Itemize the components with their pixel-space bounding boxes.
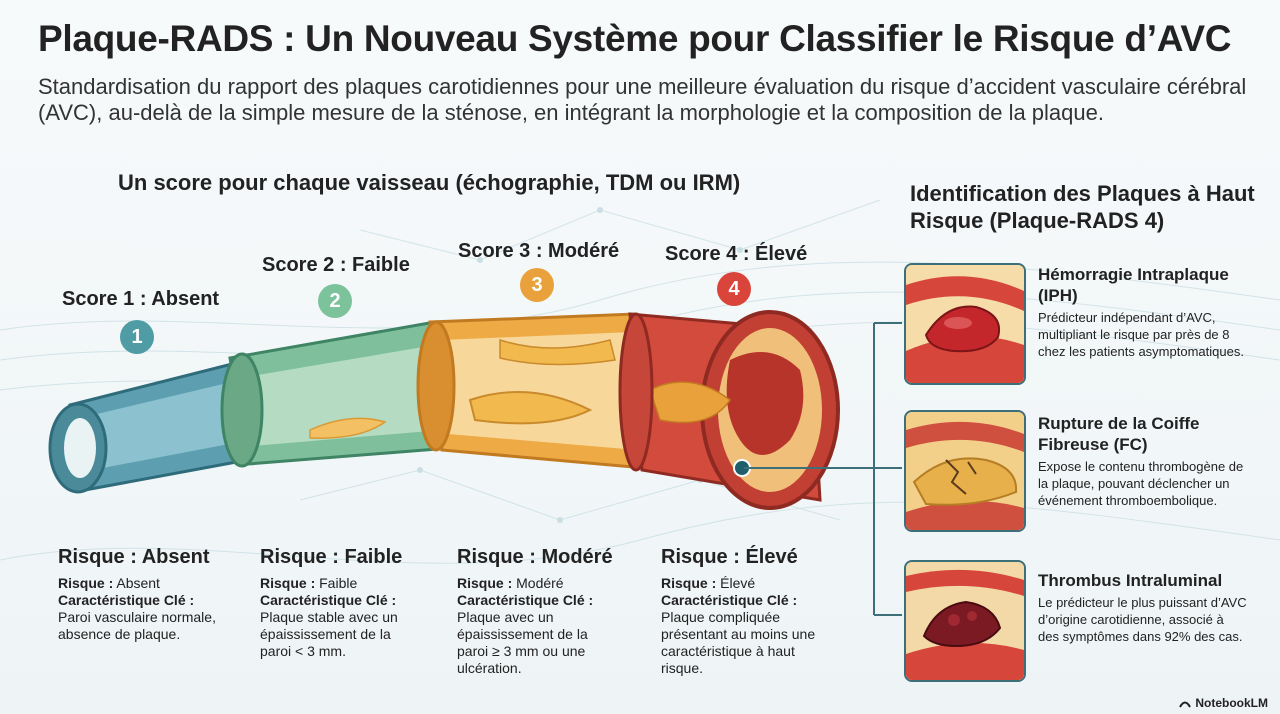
risk-value: Modéré [516, 575, 564, 591]
thrombus-desc: Le prédicteur le plus puissant d’AVC d’o… [1038, 595, 1247, 644]
brand-logo: NotebookLM [1179, 696, 1268, 710]
iph-desc: Prédicteur indépendant d’AVC, multiplian… [1038, 310, 1244, 359]
risk-column-2: Risque : Faible Risque : Faible Caractér… [260, 546, 450, 660]
risk-column-3: Risque : Modéré Risque : Modéré Caractér… [457, 546, 647, 677]
score-3-badge: 3 [520, 268, 554, 302]
artery-segment-2 [220, 320, 452, 468]
risk-label: Risque : [260, 575, 316, 591]
brand-name: NotebookLM [1195, 696, 1268, 710]
risk-column-1: Risque : Absent Risque : Absent Caractér… [58, 546, 248, 643]
artery-segment-1 [48, 360, 260, 494]
notebooklm-icon [1179, 701, 1192, 708]
iph-title: Hémorragie Intraplaque (IPH) [1038, 265, 1229, 305]
key-feature-desc: Plaque stable avec un épaississement de … [260, 609, 398, 659]
key-feature-desc: Paroi vasculaire normale, absence de pla… [58, 609, 216, 642]
key-feature-label: Caractéristique Clé : [260, 592, 397, 608]
score-2-badge: 2 [318, 284, 352, 318]
page-subtitle: Standardisation du rapport des plaques c… [38, 74, 1247, 125]
score-3-label: Score 3 : Modéré [458, 240, 620, 262]
score-1-badge: 1 [120, 320, 154, 354]
key-feature-label: Caractéristique Clé : [661, 592, 798, 608]
fibrous-cap-desc: Expose le contenu thrombogène de la plaq… [1038, 459, 1244, 508]
iph-illustration [904, 263, 1026, 385]
fibrous-cap-rupture-illustration [904, 410, 1026, 532]
connector-lines [744, 322, 902, 616]
risk-title: Risque : Faible [260, 546, 403, 568]
risk-label: Risque : [58, 575, 114, 591]
score-4-badge: 4 [717, 272, 751, 306]
key-feature-label: Caractéristique Clé : [58, 592, 195, 608]
risk-value: Élevé [720, 575, 756, 591]
thrombus-card: Thrombus Intraluminal Le prédicteur le p… [1038, 570, 1248, 645]
fibrous-cap-card: Rupture de la Coiffe Fibreuse (FC) Expos… [1038, 413, 1248, 509]
section-title: Un score pour chaque vaisseau (échograph… [118, 170, 741, 195]
score-4-label: Score 4 : Élevé [665, 243, 808, 265]
risk-label: Risque : [661, 575, 717, 591]
risk-title: Risque : Modéré [457, 546, 613, 568]
key-feature-desc: Plaque avec un épaississement de la paro… [457, 609, 588, 676]
risk-value: Absent [116, 575, 160, 591]
score-1-label: Score 1 : Absent [62, 288, 220, 310]
risk-column-4: Risque : Élevé Risque : Élevé Caractéris… [661, 546, 851, 677]
risk-title: Risque : Absent [58, 546, 210, 568]
score-2-label: Score 2 : Faible [262, 254, 410, 276]
risk-value: Faible [319, 575, 358, 591]
fibrous-cap-title: Rupture de la Coiffe Fibreuse (FC) [1038, 414, 1200, 454]
artery-illustration [48, 310, 840, 510]
risk-title: Risque : Élevé [661, 546, 798, 568]
thrombus-title: Thrombus Intraluminal [1038, 571, 1223, 590]
iph-card: Hémorragie Intraplaque (IPH) Prédicteur … [1038, 264, 1248, 360]
thrombus-illustration [904, 560, 1026, 682]
key-feature-label: Caractéristique Clé : [457, 592, 594, 608]
artery-segment-4 [618, 310, 840, 510]
high-risk-title: Identification des Plaques à Haut Risque… [910, 181, 1255, 233]
risk-label: Risque : [457, 575, 513, 591]
page-title: Plaque-RADS : Un Nouveau Système pour Cl… [38, 18, 1232, 59]
key-feature-desc: Plaque compliquée présentant au moins un… [661, 609, 816, 676]
artery-segment-3 [416, 312, 647, 470]
